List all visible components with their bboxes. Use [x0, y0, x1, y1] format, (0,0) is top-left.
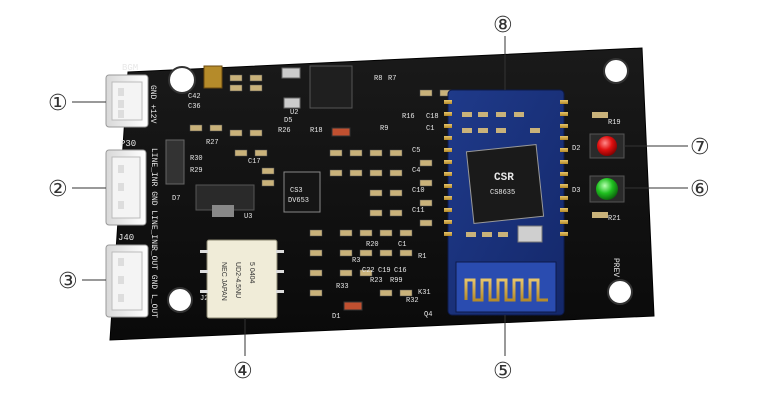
red-led-resistor: R19 [608, 119, 621, 127]
callout-4: ④ [233, 359, 253, 384]
silk-bgm: BGM [122, 63, 138, 73]
svg-text:C36: C36 [188, 103, 201, 111]
callout-8: ⑧ [493, 13, 513, 38]
bluetooth-antenna [455, 261, 557, 313]
relay-brand: NEC JAPAN [220, 262, 227, 301]
svg-text:R20: R20 [366, 241, 379, 249]
bottom-connector [105, 244, 149, 318]
top-connector [105, 74, 149, 128]
svg-text:C1: C1 [426, 125, 434, 133]
small-ic-line1: CS3 [290, 187, 303, 195]
passive-components [189, 74, 453, 297]
silk-prev: PREV [611, 258, 620, 277]
svg-text:R26: R26 [278, 127, 291, 135]
green-led-label: D3 [572, 187, 580, 195]
silk-p30: P30 [120, 139, 136, 149]
callout-3: ③ [58, 269, 78, 294]
svg-text:D5: D5 [284, 117, 292, 125]
callouts: ① ② ③ ④ ⑤ ⑥ ⑦ ⑧ [48, 13, 710, 384]
svg-text:R18: R18 [310, 127, 323, 135]
relay-code: 5 0404 [248, 262, 255, 284]
mounting-hole [603, 58, 629, 84]
svg-text:C17: C17 [248, 158, 261, 166]
middle-connector [105, 149, 147, 226]
small-ic-line2: DV653 [288, 197, 309, 205]
green-led-resistor: R21 [608, 215, 621, 223]
svg-text:D1: D1 [332, 313, 340, 321]
silkscreen-labels: C42 C36 R8 R7 R16 C18 R9 C1 C17 R27 R30 … [172, 75, 439, 321]
green-led: D3 R21 [572, 175, 625, 223]
csr-chip [465, 143, 545, 225]
svg-text:R1: R1 [418, 253, 426, 261]
silk-middle-side: LINE_INR GND LINE_INL [149, 148, 158, 249]
mounting-hole [167, 287, 193, 313]
svg-text:R23: R23 [370, 277, 383, 285]
svg-text:C16: C16 [394, 267, 407, 275]
svg-text:U3: U3 [244, 213, 252, 221]
svg-text:Q4: Q4 [424, 311, 432, 319]
svg-text:R33: R33 [336, 283, 349, 291]
svg-text:K31: K31 [418, 289, 431, 297]
diodes [331, 127, 363, 311]
mounting-hole [607, 279, 633, 305]
relay-model: UD2-4.5NU [234, 262, 241, 298]
red-led-label: D2 [572, 145, 580, 153]
silk-j40: J40 [118, 233, 134, 243]
csr-chip-line2: CS8635 [490, 189, 515, 197]
svg-text:C11: C11 [412, 207, 425, 215]
svg-text:C18: C18 [426, 113, 439, 121]
bluetooth-module: CSR CS8635 [444, 89, 568, 316]
svg-text:C4: C4 [412, 167, 420, 175]
small-ic: CS3 DV653 [283, 171, 321, 213]
regulator-area [165, 65, 353, 217]
red-led: D2 R19 [572, 119, 625, 159]
svg-text:R8: R8 [374, 75, 382, 83]
svg-text:R30: R30 [190, 155, 203, 163]
svg-text:C5: C5 [412, 147, 420, 155]
svg-text:D7: D7 [172, 195, 180, 203]
callout-6: ⑥ [690, 177, 710, 202]
svg-text:R9: R9 [380, 125, 388, 133]
callout-1: ① [48, 91, 68, 116]
callout-2: ② [48, 177, 68, 202]
svg-text:C1: C1 [398, 241, 406, 249]
relay: NEC JAPAN UD2-4.5NU 5 0404 [200, 239, 284, 319]
silk-top-side: GND +12V [148, 85, 157, 124]
resistor-r21 [592, 212, 608, 218]
svg-text:R16: R16 [402, 113, 415, 121]
callout-7: ⑦ [690, 135, 710, 160]
svg-text:R7: R7 [388, 75, 396, 83]
svg-text:C10: C10 [412, 187, 425, 195]
svg-text:J2: J2 [200, 295, 208, 303]
svg-text:R32: R32 [406, 297, 419, 305]
resistor-r19 [592, 112, 608, 118]
svg-text:U2: U2 [290, 109, 298, 117]
csr-chip-line1: CSR [494, 172, 514, 184]
mounting-hole [168, 66, 196, 94]
svg-text:C22: C22 [362, 267, 375, 275]
svg-text:R27: R27 [206, 139, 219, 147]
svg-text:C42: C42 [188, 93, 201, 101]
callout-5: ⑤ [493, 359, 513, 384]
silk-bottom-side: R_OUT GND L_OUT [149, 246, 158, 318]
callout-lines [72, 36, 688, 356]
svg-text:R3: R3 [352, 257, 360, 265]
svg-text:R99: R99 [390, 277, 403, 285]
svg-text:R29: R29 [190, 167, 203, 175]
svg-text:C19: C19 [378, 267, 391, 275]
